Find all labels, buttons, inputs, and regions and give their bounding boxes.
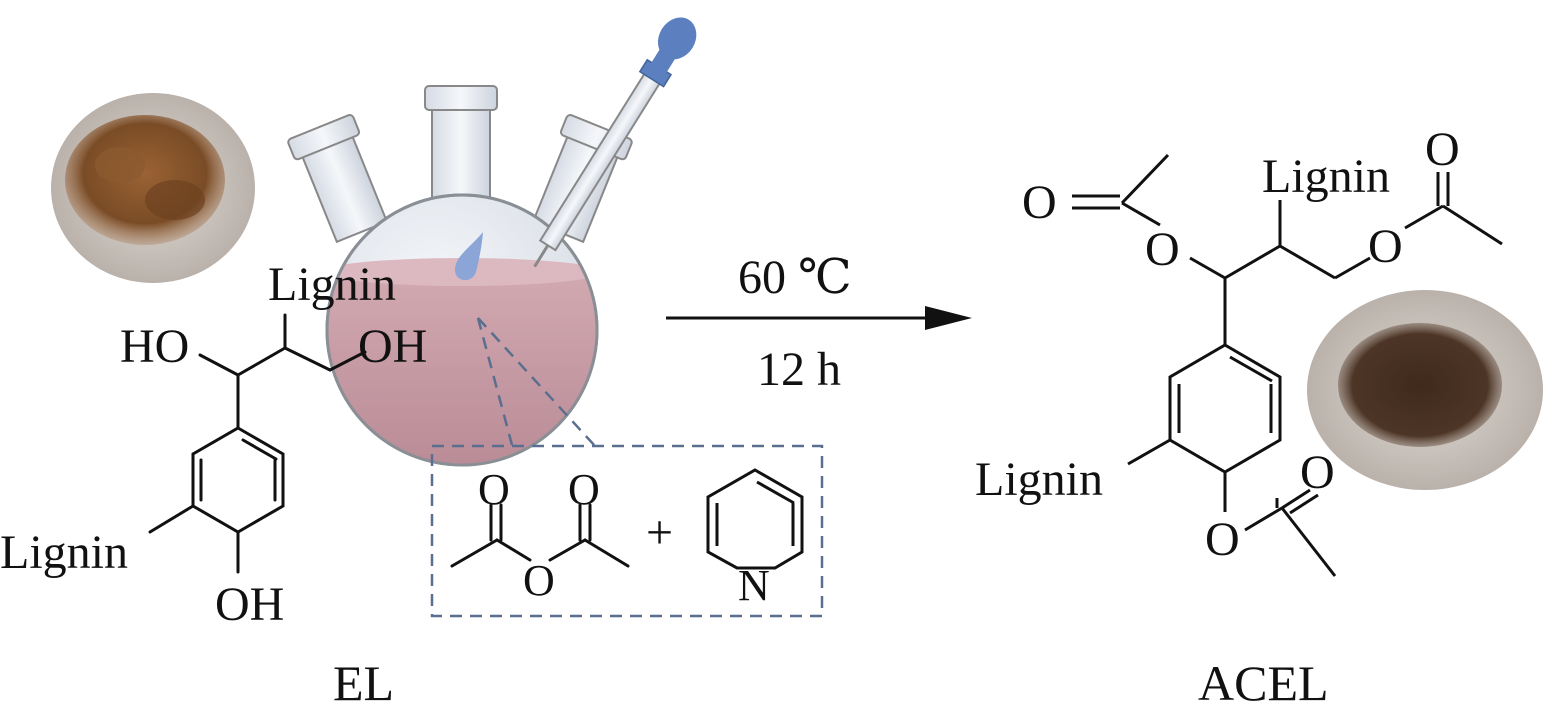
acetic-anhydride (450, 503, 630, 568)
acel-caption: ACEL (1198, 655, 1329, 704)
reaction-arrow (666, 306, 972, 330)
acel-o-carbonyl-left: O (1022, 176, 1057, 229)
el-oh-bottom: OH (215, 578, 284, 631)
acel-lignin-top: Lignin (1262, 150, 1390, 203)
el-ho-label: HO (120, 320, 189, 373)
acel-powder-photo (1307, 290, 1543, 490)
pyridine-ring (706, 468, 804, 570)
anhydride-o-bridge: O (523, 556, 555, 605)
acel-lignin-side: Lignin (975, 453, 1103, 506)
anhydride-o1: O (478, 465, 510, 514)
acel-o-ester-bottom: O (1205, 513, 1240, 566)
el-caption: EL (333, 655, 394, 704)
acel-o-ester-left: O (1145, 223, 1180, 276)
acel-structure (1072, 153, 1503, 577)
pyridine-n: N (738, 561, 770, 610)
el-oh-right: OH (358, 320, 427, 373)
el-lignin-side: Lignin (0, 526, 128, 579)
droplet (455, 232, 483, 281)
plus-sign: + (646, 506, 673, 559)
acel-o-carbonyl-right: O (1425, 123, 1460, 176)
acel-o-ester-right: O (1368, 220, 1403, 273)
el-powder-photo (51, 93, 255, 283)
reaction-time: 12 h (757, 343, 841, 396)
el-lignin-top: Lignin (268, 258, 396, 311)
dropper (455, 17, 697, 281)
el-structure (148, 313, 367, 574)
reaction-temperature: 60 ℃ (738, 251, 852, 304)
three-neck-flask (287, 85, 633, 467)
callout-lines (430, 317, 824, 618)
anhydride-o2: O (568, 465, 600, 514)
acel-o-carbonyl-bottom: O (1300, 446, 1335, 499)
